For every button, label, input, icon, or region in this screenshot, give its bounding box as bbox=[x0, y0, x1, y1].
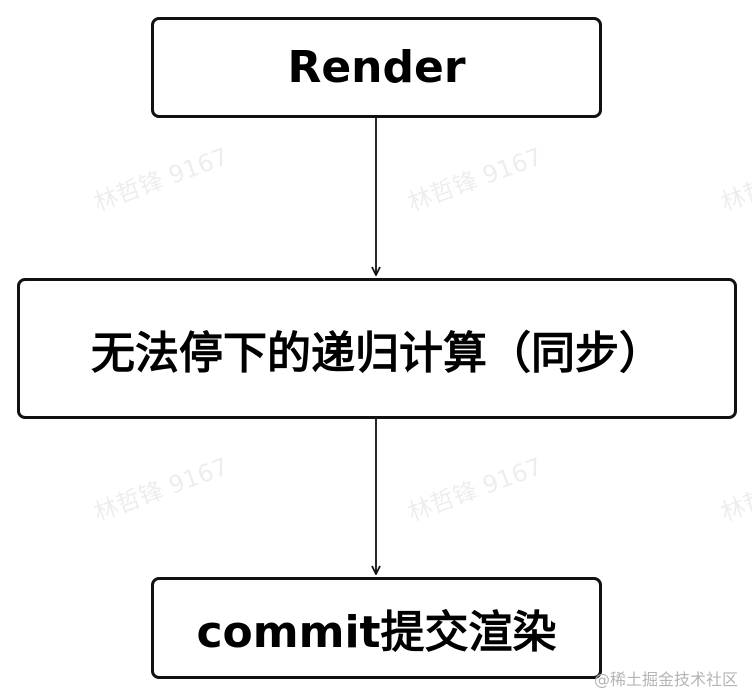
footer-credit: @稀土掘金技术社区 bbox=[593, 670, 738, 689]
commit-node: commit提交渲染 bbox=[151, 577, 602, 679]
recursion-node: 无法停下的递归计算（同步） bbox=[17, 278, 737, 419]
render-node: Render bbox=[151, 17, 602, 118]
